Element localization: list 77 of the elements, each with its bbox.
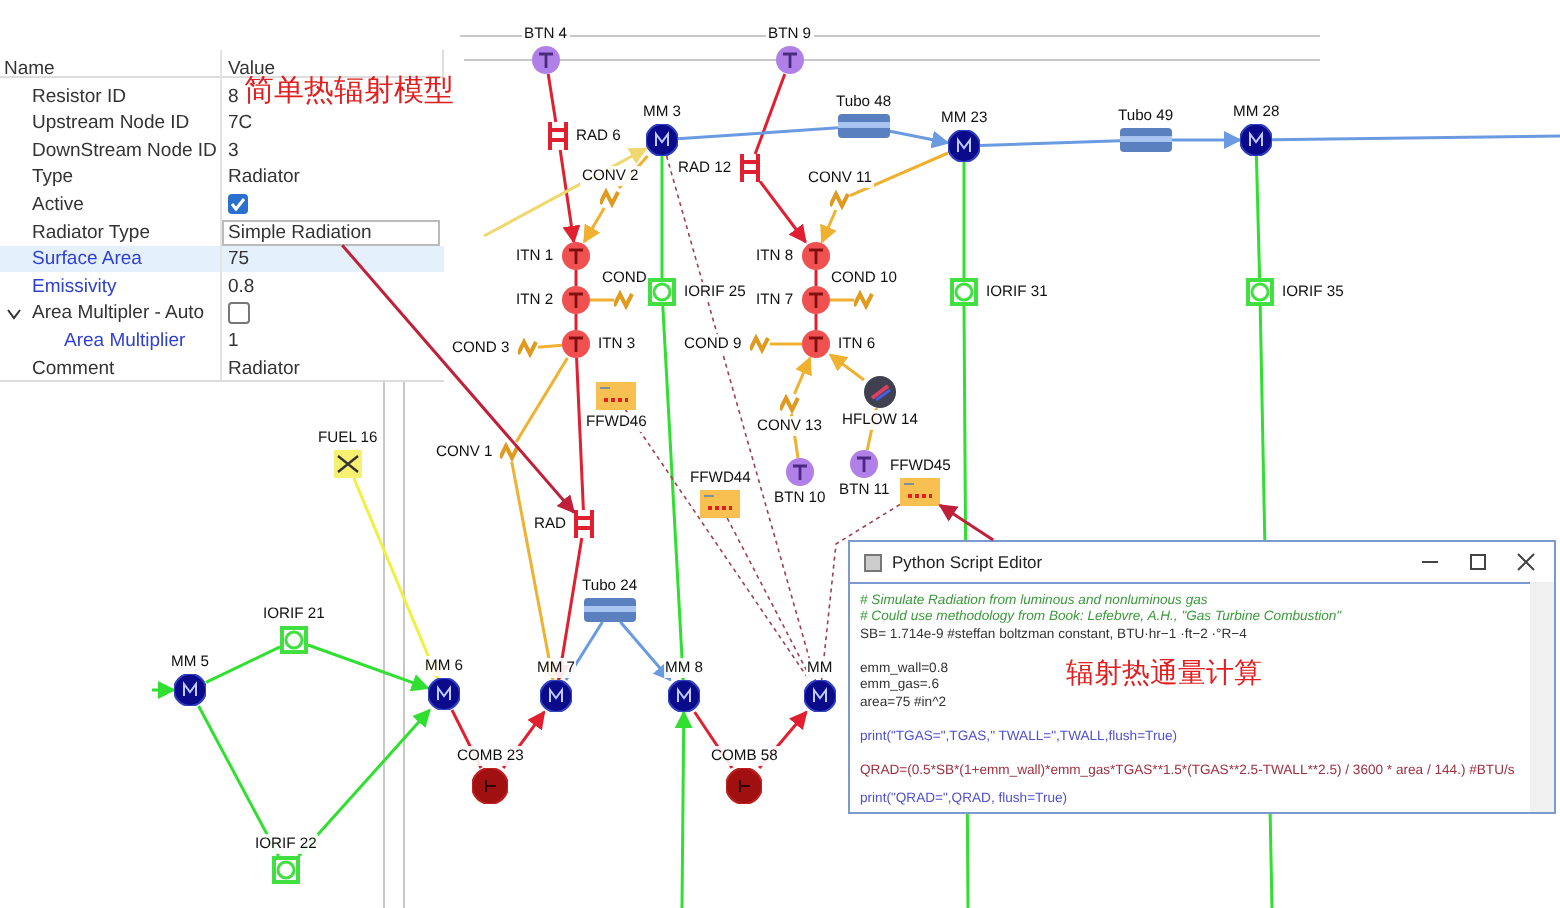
connector-line bbox=[661, 305, 685, 681]
connector-line bbox=[962, 162, 966, 278]
connector-line bbox=[450, 709, 483, 769]
connector-line bbox=[1254, 155, 1262, 279]
property-value: 75 bbox=[228, 246, 250, 273]
property-name: DownStream Node ID bbox=[32, 137, 217, 164]
connector-line bbox=[1172, 131, 1242, 149]
connector-line bbox=[307, 643, 430, 692]
connector-line bbox=[558, 149, 581, 244]
property-name: Upstream Node ID bbox=[32, 110, 190, 137]
connector-line bbox=[674, 710, 693, 908]
property-value: 1 bbox=[228, 328, 239, 354]
connector-line bbox=[814, 314, 818, 330]
connector-line bbox=[297, 708, 431, 857]
property-name: Active bbox=[32, 192, 84, 218]
connector-line bbox=[582, 207, 606, 244]
connector-line bbox=[575, 357, 585, 511]
property-name: Radiator Type bbox=[32, 219, 150, 246]
connector-line bbox=[770, 342, 802, 346]
property-value: 0.8 bbox=[228, 273, 255, 300]
annotation-text: 辐射热通量计算 bbox=[1066, 656, 1262, 692]
connector-line bbox=[352, 477, 440, 680]
connector-line bbox=[619, 621, 672, 682]
connector-line bbox=[564, 621, 604, 681]
connector-line bbox=[617, 155, 649, 189]
connector-line bbox=[889, 129, 950, 149]
connector-line bbox=[814, 270, 818, 286]
property-value: 7C bbox=[228, 110, 253, 137]
connector-line bbox=[979, 139, 1121, 147]
connector-line bbox=[590, 298, 614, 302]
property-value: Radiator bbox=[228, 164, 300, 191]
property-name: Comment bbox=[32, 355, 115, 382]
connector-line bbox=[789, 413, 800, 459]
script-editor-window bbox=[848, 540, 1556, 814]
connector-line bbox=[758, 710, 808, 769]
dashed-connector bbox=[624, 409, 810, 681]
property-value: 8 bbox=[228, 83, 239, 110]
connector-line bbox=[793, 356, 812, 395]
property-name: Area Multiplier bbox=[64, 328, 186, 354]
connector-line bbox=[677, 126, 839, 141]
connector-line bbox=[820, 209, 838, 244]
connector-line bbox=[197, 705, 280, 857]
connector-line bbox=[574, 314, 578, 330]
property-value: Radiator bbox=[228, 355, 300, 382]
property-name: Surface Area bbox=[32, 246, 142, 273]
property-name: Resistor ID bbox=[32, 83, 126, 110]
connector-line bbox=[502, 710, 546, 769]
connector-line bbox=[849, 151, 949, 197]
connector-line bbox=[537, 343, 563, 349]
dashed-connector bbox=[820, 503, 901, 681]
connector-line bbox=[1272, 134, 1560, 142]
connector-line bbox=[483, 147, 648, 238]
connector-line bbox=[552, 537, 584, 682]
dropdown-field: Simple Radiation bbox=[222, 219, 440, 246]
column-header: Name bbox=[4, 56, 55, 82]
connector-line bbox=[693, 711, 734, 769]
property-name: Type bbox=[32, 164, 74, 191]
property-name: Area Multipler - Auto bbox=[32, 300, 205, 327]
connector-line bbox=[660, 156, 664, 278]
property-name: Emissivity bbox=[32, 273, 117, 300]
dashed-connector bbox=[665, 155, 817, 681]
connector-line bbox=[152, 681, 176, 699]
window-title: Python Script Editor bbox=[892, 550, 1043, 574]
annotation-arrow bbox=[938, 503, 995, 542]
annotation-text: 简单热辐射模型 bbox=[244, 72, 454, 110]
connector-line bbox=[758, 180, 807, 244]
annotation-arrow bbox=[341, 244, 576, 514]
connector-line bbox=[865, 407, 878, 451]
property-value: 3 bbox=[228, 137, 239, 164]
connector-line bbox=[753, 73, 787, 155]
connector-line bbox=[510, 461, 559, 682]
connector-line bbox=[514, 357, 569, 443]
connector-line bbox=[828, 353, 865, 382]
connector-line bbox=[205, 645, 281, 684]
connector-line bbox=[546, 73, 558, 123]
connector-line bbox=[830, 298, 854, 302]
connector-line bbox=[574, 270, 578, 286]
